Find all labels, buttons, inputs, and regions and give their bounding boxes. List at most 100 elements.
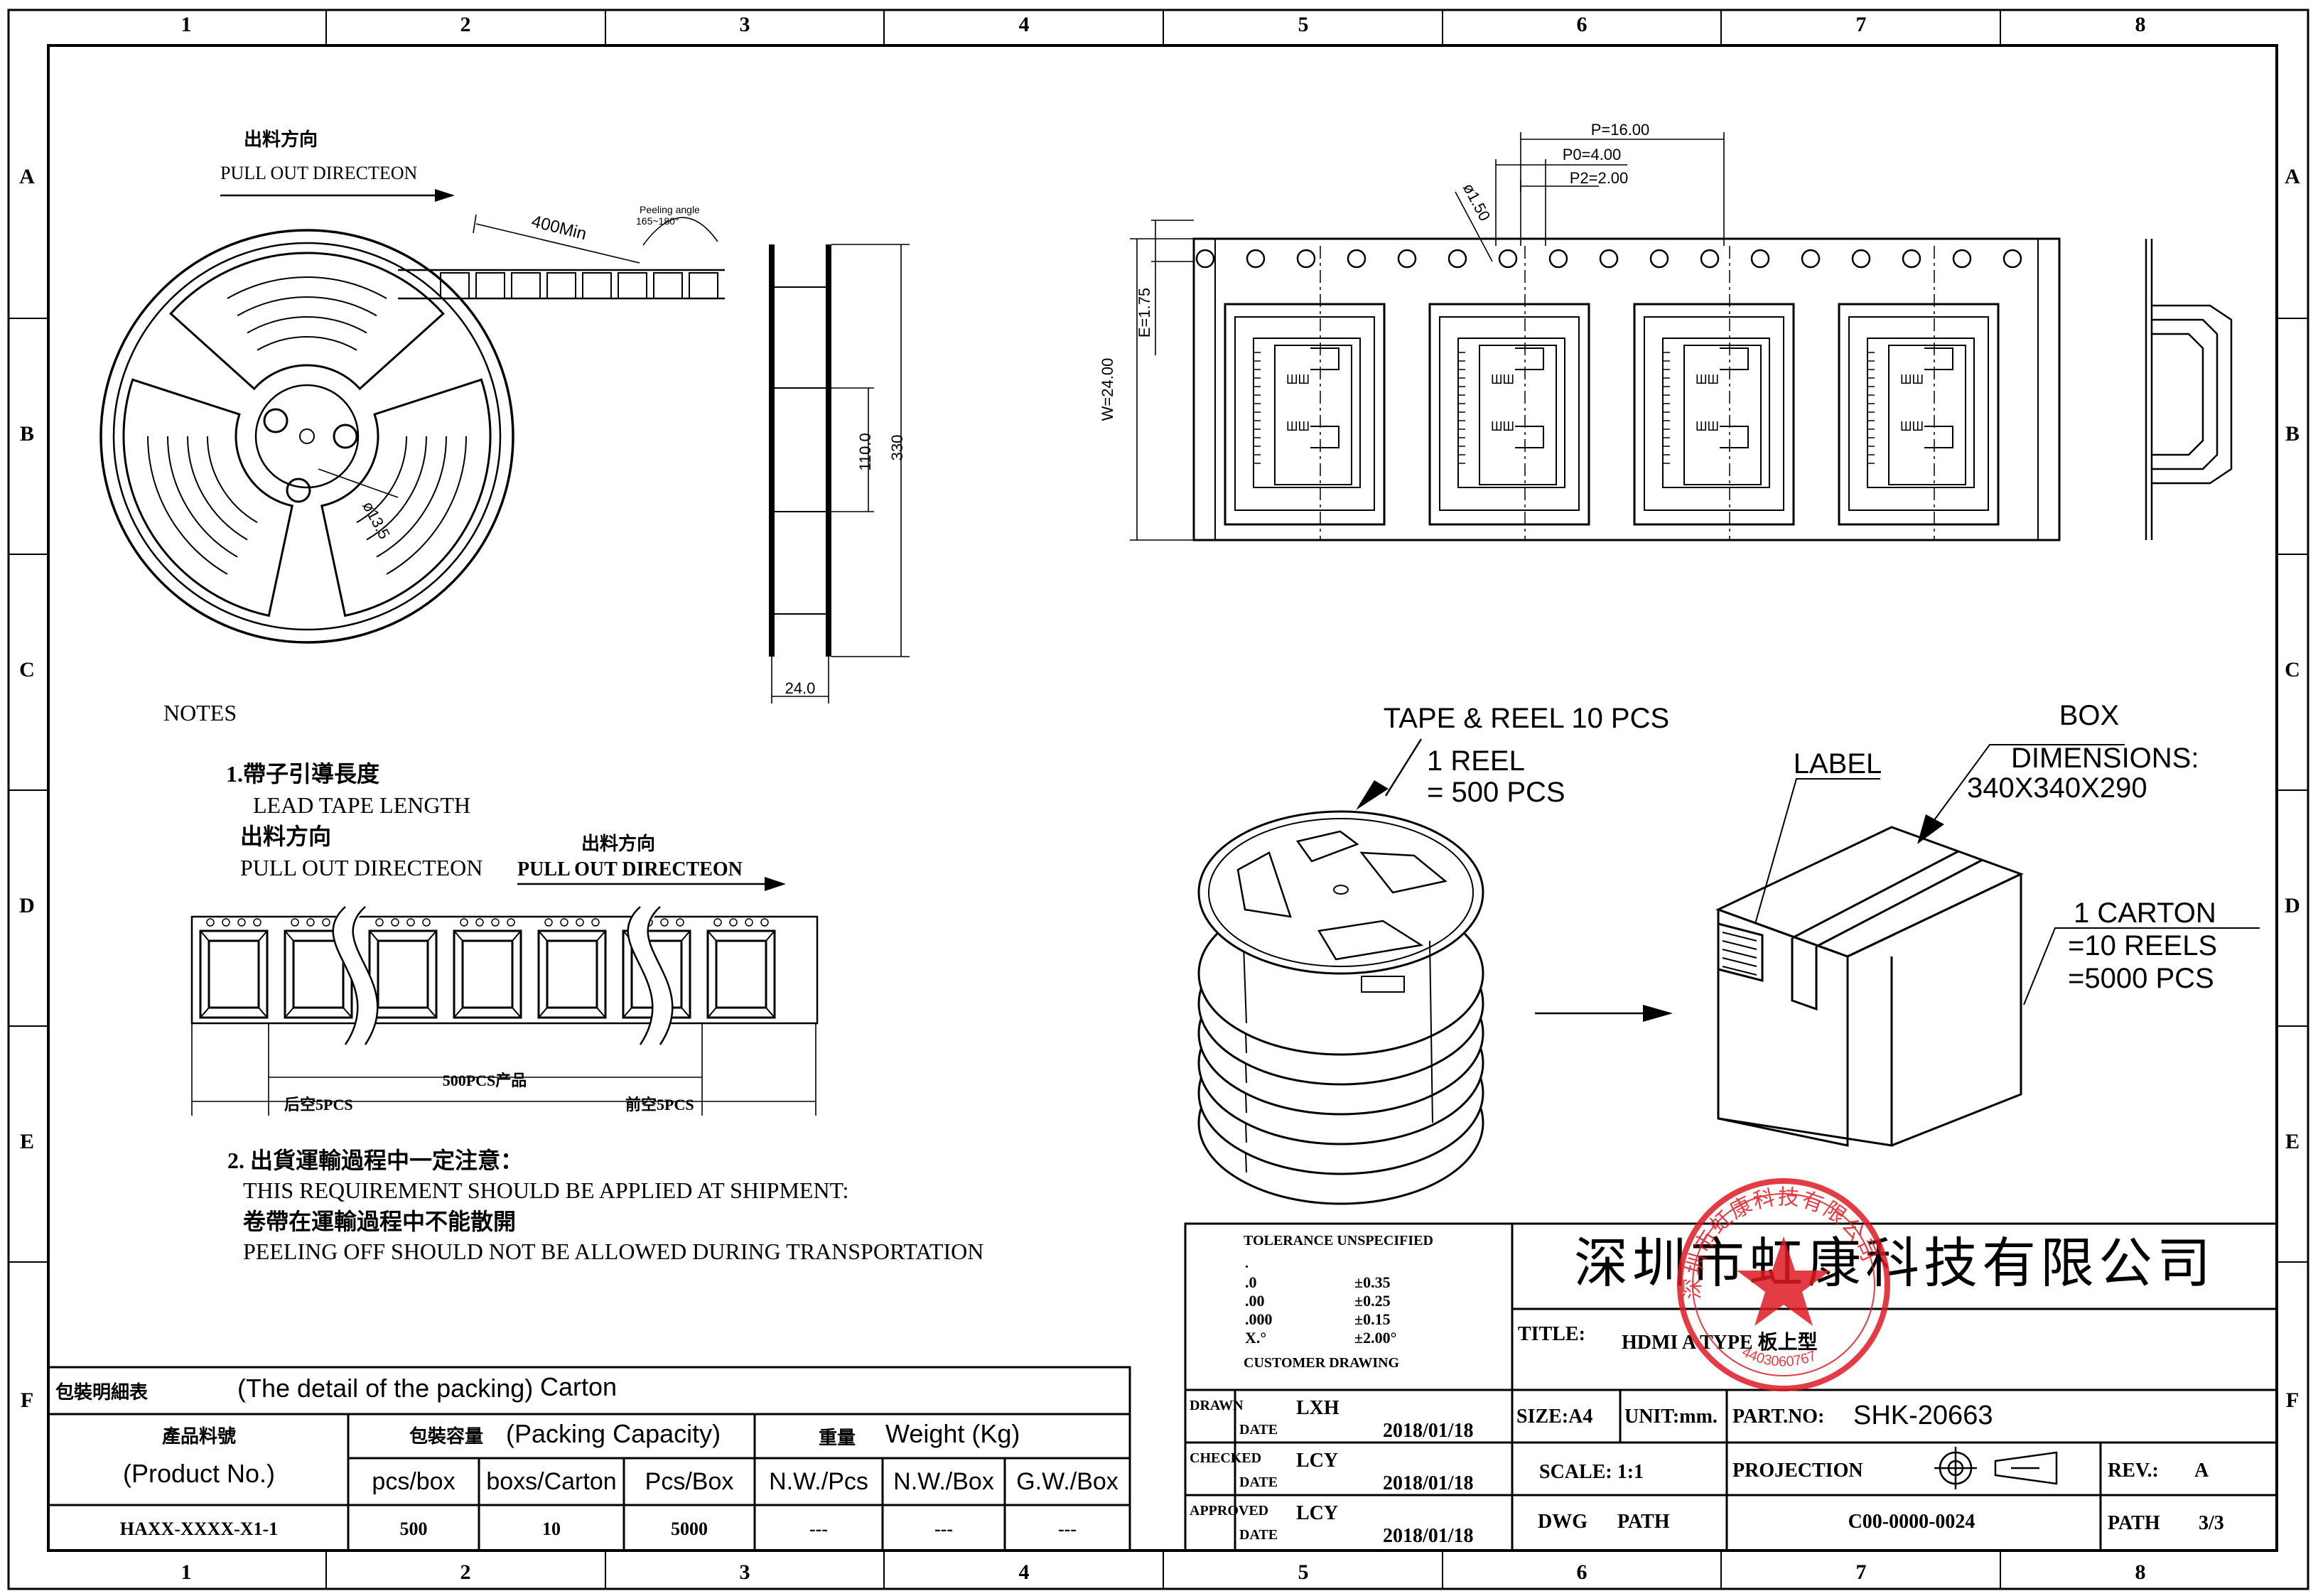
row-label-left: F [21, 1389, 33, 1412]
rev-value: A [2194, 1460, 2209, 1482]
reel-window [169, 252, 445, 391]
sprocket-hole [1397, 249, 1417, 269]
weight-cn: 重量 [819, 1428, 856, 1448]
reel-side-view: 110.0 330 24.0 [769, 244, 910, 703]
scale-label: SCALE: 1:1 [1539, 1461, 1644, 1483]
reel-window [320, 378, 492, 618]
column-label-bottom: 7 [1856, 1560, 1867, 1584]
strip-pocket [199, 918, 269, 1019]
reel-rib [356, 436, 407, 524]
packing-title-en: (The detail of the packing) [237, 1374, 533, 1403]
hole-diameter: ø1.50 [1460, 180, 1494, 224]
column-label-bottom: 3 [740, 1560, 750, 1584]
note2-cn: 2. 出貨運輸過程中一定注意： [227, 1148, 523, 1173]
row-label-left: B [20, 422, 34, 446]
pitch-p0: P0=4.00 [1563, 146, 1622, 163]
customer-drawing: CUSTOMER DRAWING [1244, 1355, 1400, 1371]
pocket-mark: ШШ [1696, 372, 1719, 387]
reel-hub [254, 384, 360, 489]
strip-pocket [706, 918, 776, 1019]
column-label-top: 3 [740, 13, 750, 36]
projection-label: PROJECTION [1732, 1460, 1863, 1482]
row-label-right: F [2286, 1389, 2299, 1412]
tolerance-key: .0 [1245, 1273, 1257, 1291]
reel-tape-lead [398, 269, 725, 300]
sprocket-hole [1599, 249, 1619, 269]
sprocket-hole [1246, 249, 1266, 269]
sprocket-hole [1498, 249, 1518, 269]
carton-pcs-label: =5000 PCS [2068, 963, 2214, 994]
peel-angle-value: 165~180° [636, 215, 679, 227]
leader-line [1384, 738, 1423, 797]
packing-value: --- [934, 1519, 953, 1539]
dwg-label: DWG [1538, 1511, 1587, 1533]
w-dimension: W=24.00 [1099, 358, 1116, 421]
peel-angle-label: Peeling angle [640, 204, 700, 215]
capacity-cn: 包裝容量 [409, 1425, 483, 1447]
sprocket-hole [1902, 249, 1921, 269]
reel-rib [386, 436, 467, 575]
carton-label: 1 CARTON [2074, 897, 2216, 929]
pocket-mark: ШШ [1696, 419, 1719, 433]
capacity-en: (Packing Capacity) [506, 1419, 721, 1448]
row-label-left: C [19, 658, 35, 681]
tolerance-key: X.° [1245, 1329, 1266, 1347]
packing-carton: Carton [540, 1372, 617, 1401]
title-label: TITLE: [1518, 1323, 1585, 1345]
strip-pocket [368, 918, 438, 1019]
packing-header: boxs/Carton [486, 1468, 616, 1495]
product-no-cn: 產品料號 [162, 1425, 236, 1447]
note2-cn2: 卷帶在運輸過程中不能散開 [243, 1209, 516, 1234]
note1-cn: 1.帶子引導長度 [226, 761, 379, 787]
one-reel-label: 1 REEL [1427, 745, 1525, 777]
reel-rib [207, 436, 258, 524]
notes-section: NOTES 1.帶子引導長度 LEAD TAPE LENGTH 出料方向 PUL… [163, 700, 983, 1264]
reel-rib [167, 436, 238, 558]
part-number-cell: HAXX-XXXX-X1-1 [120, 1519, 278, 1539]
product-no-en: (Product No.) [123, 1459, 275, 1488]
row-label-left: A [19, 165, 35, 188]
packing-value: --- [809, 1519, 828, 1539]
rev-label: REV.: [2108, 1460, 2159, 1482]
note2-en: THIS REQUIREMENT SHOULD BE APPLIED AT SH… [243, 1177, 848, 1203]
column-label-bottom: 1 [181, 1560, 192, 1584]
size-label: SIZE:A4 [1516, 1406, 1592, 1428]
tape-pocket [582, 272, 612, 299]
column-label-top: 5 [1298, 13, 1309, 36]
reel-hub-slot [333, 424, 358, 449]
checked-label: CHECKED [1190, 1450, 1261, 1466]
pocket-mark: ШШ [1286, 419, 1310, 433]
sprocket-hole [2002, 249, 2022, 269]
reel-center-hole [299, 428, 315, 444]
column-label-bottom: 4 [1019, 1560, 1030, 1584]
carton-reels-label: =10 REELS [2068, 930, 2217, 961]
tape-side-profile [2145, 239, 2233, 540]
unit-label: UNIT:mm. [1624, 1406, 1718, 1428]
packing-header: pcs/box [372, 1468, 455, 1495]
sprocket-hole [1448, 249, 1467, 269]
packing-graphic: TAPE & REEL 10 PCS 1 REEL = 500 PCS BOX … [1197, 700, 2260, 1205]
tolerance-value: ±0.25 [1354, 1292, 1391, 1310]
row-label-right: B [2285, 422, 2300, 446]
column-label-bottom: 6 [1577, 1560, 1587, 1584]
column-label-top: 1 [181, 13, 192, 36]
note2-en2: PEELING OFF SHOULD NOT BE ALLOWED DURING… [243, 1239, 983, 1264]
note1-dir-en: PULL OUT DIRECTEON [240, 855, 483, 880]
approved-by: LCY [1296, 1502, 1338, 1524]
product-count-label: 500PCS产品 [443, 1072, 527, 1089]
side-inner-dim: 110.0 [856, 433, 874, 470]
part-no-label: PART.NO: [1732, 1406, 1824, 1428]
projection-symbol [1934, 1447, 2058, 1489]
company-name: 深圳市虹康科技有限公司 [1574, 1234, 2215, 1294]
drawn-by: LXH [1296, 1397, 1339, 1419]
tolerance-key: .000 [1245, 1310, 1273, 1328]
reel-stack [1197, 810, 1484, 1205]
approved-date-label: DATE [1239, 1527, 1278, 1543]
sprocket-hole [1801, 249, 1821, 269]
tolerance-title: TOLERANCE UNSPECIFIED [1244, 1233, 1433, 1249]
column-label-bottom: 2 [460, 1560, 471, 1584]
column-label-top: 7 [1856, 13, 1867, 36]
path-value: 3/3 [2199, 1512, 2224, 1534]
